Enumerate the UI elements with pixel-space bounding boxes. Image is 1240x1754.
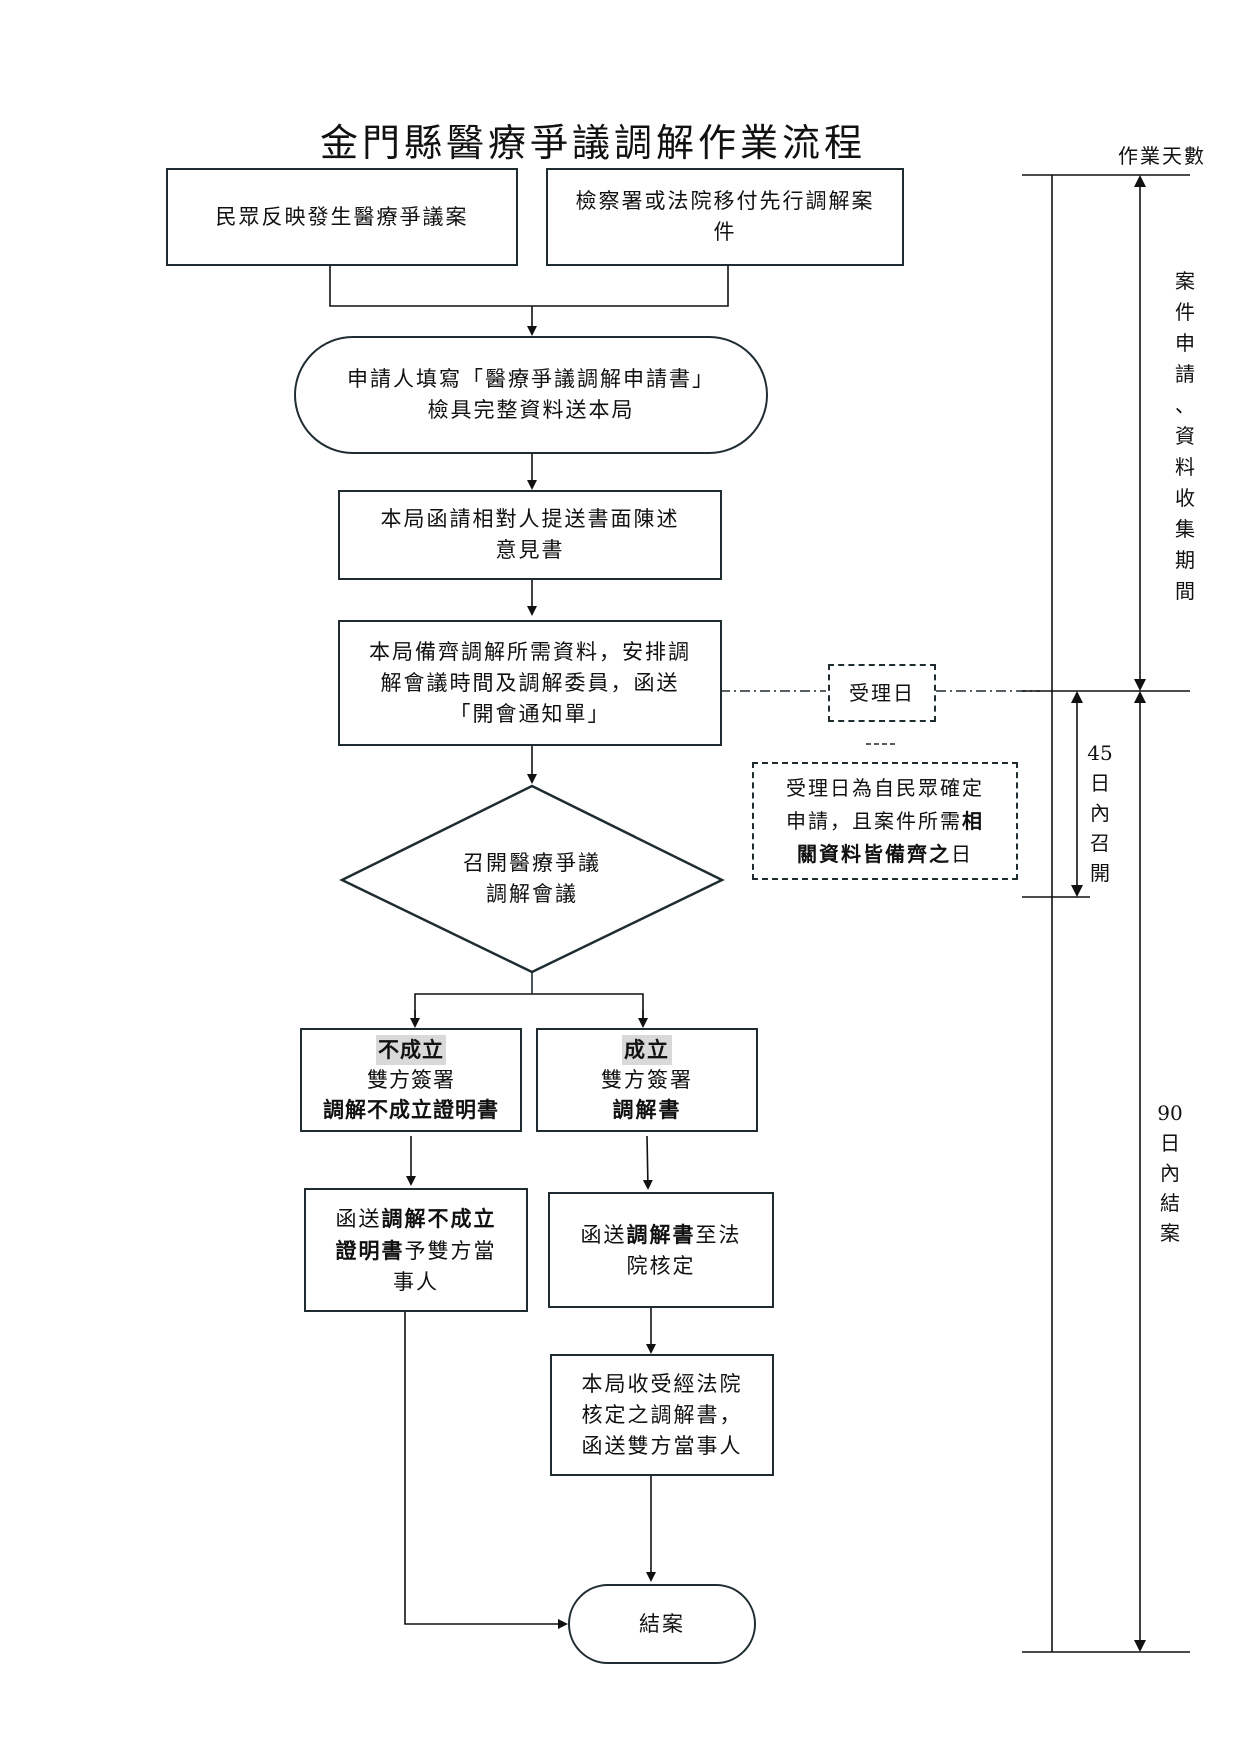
split-line: [414, 993, 644, 1026]
failed-heading: 不成立: [376, 1035, 446, 1065]
note-line3: 關資料皆備齊之日: [797, 841, 973, 866]
arrow-court-send: [642, 1135, 653, 1190]
application-line2: 檢具完整資料送本局: [427, 398, 635, 422]
mediation-failed-box: 不成立 雙方簽署 調解不成立證明書: [300, 1028, 522, 1132]
receive-line2: 核定之調解書，: [581, 1402, 743, 1427]
receive-approved-box: 本局收受經法院 核定之調解書， 函送雙方當事人: [550, 1354, 774, 1476]
prepare-line3: 「開會通知單」: [449, 701, 611, 726]
close-days: 90: [1157, 1101, 1183, 1125]
failed-document: 調解不成立證明書: [323, 1097, 499, 1122]
case-closed-terminal: 結案: [568, 1584, 756, 1664]
send-failure-certificate-box: 函送調解不成立證明書予雙方當事人: [304, 1188, 528, 1312]
fail-to-end: [404, 1308, 568, 1629]
acceptance-day-box: 受理日: [828, 664, 936, 722]
acceptance-day-text: 受理日: [849, 681, 915, 705]
collection-period-text: 案件申請、資料收集期間: [1175, 269, 1195, 603]
meeting-period-label: 45 日內召開: [1082, 738, 1118, 888]
meeting-days: 45: [1087, 741, 1113, 765]
success-sign: 雙方簽署: [601, 1068, 693, 1092]
prepare-meeting-box: 本局備齊調解所需資料，安排調 解會議時間及調解委員，函送 「開會通知單」: [338, 620, 722, 746]
send-failure-text: 函送調解不成立證明書予雙方當事人: [335, 1205, 497, 1294]
application-terminal: 申請人填寫「醫療爭議調解申請書」 檢具完整資料送本局: [294, 336, 768, 454]
days-header: 作業天數: [1118, 144, 1206, 168]
mediation-success-box: 成立 雙方簽署 調解書: [536, 1028, 758, 1132]
case-closed-text: 結案: [639, 1611, 685, 1636]
meeting-line2: 調解會議: [486, 882, 578, 906]
merge-line: [329, 265, 729, 307]
receive-line3: 函送雙方當事人: [581, 1433, 743, 1458]
acceptance-note-box: 受理日為自民眾確定 申請，且案件所需相 關資料皆備齊之日: [752, 762, 1018, 880]
court-referral-box: 檢察署或法院移付先行調解案件: [546, 168, 904, 266]
application-line1: 申請人填寫「醫療爭議調解申請書」: [347, 367, 715, 391]
statement-line2: 意見書: [495, 538, 565, 562]
prepare-line1: 本局備齊調解所需資料，安排調: [369, 639, 691, 664]
meeting-period-text: 日內召開: [1090, 771, 1110, 885]
prepare-line2: 解會議時間及調解委員，函送: [380, 670, 680, 695]
citizen-report-text: 民眾反映發生醫療爭議案: [215, 204, 469, 229]
court-referral-text: 檢察署或法院移付先行調解案件: [575, 189, 875, 244]
page-title: 金門縣醫療爭議調解作業流程: [320, 121, 867, 165]
close-period-label: 90 日內結案: [1152, 1098, 1188, 1248]
meeting-diamond-text: 召開醫療爭議 調解會議: [422, 848, 642, 910]
failed-sign: 雙方簽署: [367, 1068, 455, 1092]
send-to-court-box: 函送調解書至法院核定: [548, 1192, 774, 1308]
citizen-report-box: 民眾反映發生醫療爭議案: [166, 168, 518, 266]
close-period-text: 日內結案: [1160, 1131, 1180, 1245]
statement-request-box: 本局函請相對人提送書面陳述 意見書: [338, 490, 722, 580]
statement-line1: 本局函請相對人提送書面陳述: [380, 507, 680, 531]
note-line1: 受理日為自民眾確定: [786, 775, 984, 800]
meeting-line1: 召開醫療爭議: [463, 851, 601, 875]
note-line2: 申請，且案件所需相: [786, 808, 984, 833]
send-to-court-text: 函送調解書至法院核定: [580, 1221, 742, 1278]
success-document: 調解書: [612, 1097, 682, 1122]
receive-line1: 本局收受經法院: [581, 1371, 743, 1396]
success-heading: 成立: [622, 1035, 672, 1065]
